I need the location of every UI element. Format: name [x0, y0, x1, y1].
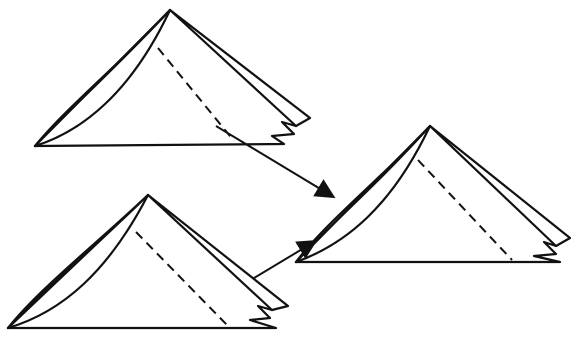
- unit-fold-line: [158, 48, 234, 141]
- unit-outline: [8, 195, 288, 328]
- unit-inner-edge: [430, 126, 556, 246]
- unit-inner-edge: [148, 195, 272, 310]
- unit-fold-line: [418, 160, 512, 260]
- arrow-bottom-to-right: [254, 242, 314, 278]
- triangle-unit-bottom-left: [8, 195, 288, 328]
- triangle-unit-right: [296, 126, 570, 262]
- triangle-unit-top-left: [35, 10, 310, 146]
- unit-pocket-curve-inner: [35, 10, 170, 146]
- unit-pocket-curve-inner: [296, 126, 430, 262]
- unit-inner-edge: [170, 10, 296, 126]
